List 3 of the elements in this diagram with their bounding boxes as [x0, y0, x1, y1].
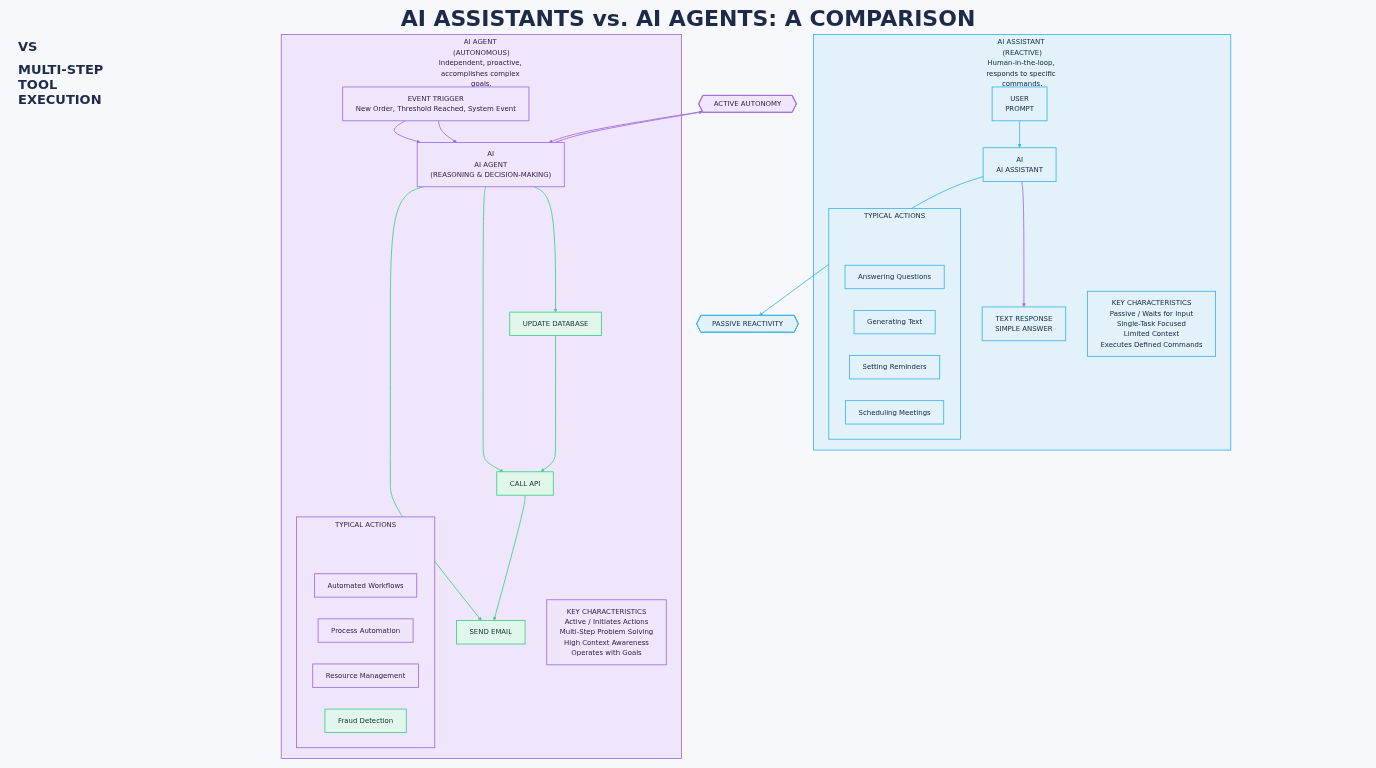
diagram-title: AI ASSISTANTS vs. AI AGENTS: A COMPARISON — [399, 6, 977, 31]
note-label: MULTI-STEP TOOL EXECUTION — [18, 62, 105, 107]
note-label: VS — [18, 39, 39, 54]
